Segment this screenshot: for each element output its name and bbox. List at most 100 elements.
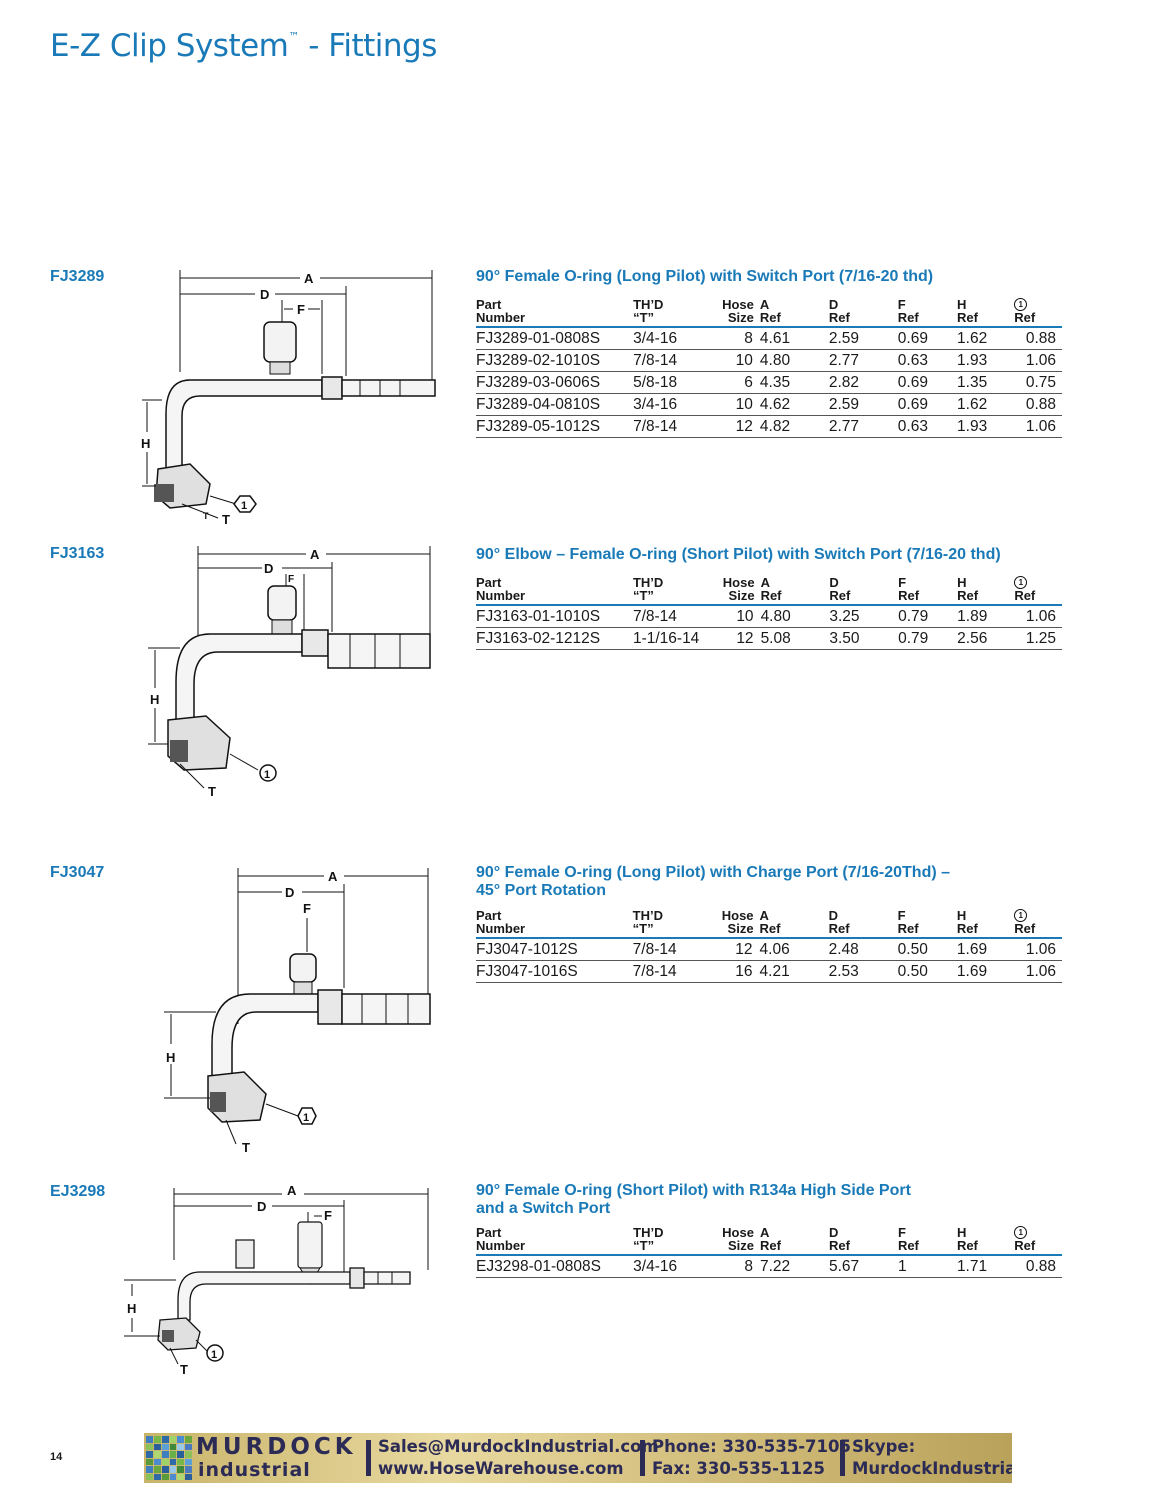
table-cell: 7.22 (759, 1255, 829, 1278)
thread-label-t: T (208, 784, 216, 799)
table-cell: 0.88 (1014, 1255, 1062, 1278)
hex-callout-label: 1 (264, 769, 270, 781)
email-link[interactable]: Sales@MurdockIndustrial.com (378, 1437, 659, 1456)
table-cell: 2.77 (828, 349, 898, 372)
table-cell: 2.59 (828, 393, 898, 416)
skype-id: MurdockIndustrial (852, 1459, 1012, 1478)
dim-label-d: D (264, 561, 273, 576)
dim-label-f: F (297, 302, 305, 317)
table-cell: 2.48 (828, 938, 898, 961)
table-cell: 4.06 (759, 938, 829, 961)
page-number: 14 (50, 1451, 63, 1463)
table-cell: 1.35 (957, 371, 1015, 394)
table-cell: 10 (698, 349, 760, 372)
table-cell: 1.71 (956, 1255, 1015, 1278)
website-link[interactable]: www.HoseWarehouse.com (378, 1459, 624, 1478)
table-cell: 1.06 (1014, 415, 1062, 438)
table-cell: 1-1/16-14 (632, 627, 700, 650)
divider-bar (640, 1440, 645, 1476)
table-cell: 4.82 (759, 415, 829, 438)
dim-label-a: A (328, 869, 338, 884)
part-code: EJ3298 (50, 1183, 106, 1200)
title-suffix: - Fittings (298, 28, 437, 64)
table-cell: 5.67 (828, 1255, 898, 1278)
fitting-diagram: A D F H 1 T (124, 1183, 429, 1377)
heading-line: 90° Female O-ring (Short Pilot) with R13… (476, 1182, 911, 1199)
table-cell: 0.69 (897, 371, 958, 394)
skype-label: Skype: (852, 1437, 916, 1456)
dim-label-a: A (287, 1183, 297, 1198)
table-cell: 1.69 (956, 960, 1015, 983)
title-main: E-Z Clip System (50, 28, 289, 64)
table-cell: 8 (698, 327, 760, 350)
phone-text: Phone: 330-535-7105 (652, 1437, 851, 1456)
table-cell: 7/8-14 (633, 415, 699, 438)
dim-label-d: D (285, 885, 294, 900)
table-cell: 3.25 (829, 605, 899, 628)
heading-line: 90° Elbow – Female O-ring (Short Pilot) … (476, 546, 1001, 563)
table-cell: 16 (698, 960, 760, 983)
table-cell: 4.21 (759, 960, 829, 983)
thread-label-t: T (242, 1140, 250, 1155)
table-cell: 0.50 (897, 938, 957, 961)
table-cell: 2.56 (957, 627, 1015, 650)
table-cell: 5.08 (760, 627, 830, 650)
table-cell: 1.89 (957, 605, 1015, 628)
table-cell: 1 (897, 1255, 957, 1278)
part-code: FJ3289 (50, 268, 105, 285)
dim-label-h: H (127, 1301, 136, 1316)
table-cell: 2.82 (828, 371, 898, 394)
header-thread: TH’D“T” (633, 296, 699, 328)
table-cell: 2.53 (828, 960, 898, 983)
table-cell: EJ3298-01-0808S (476, 1255, 634, 1278)
table-cell: 2.77 (828, 415, 898, 438)
table-cell: 0.69 (897, 327, 958, 350)
section-heading: 90° Elbow – Female O-ring (Short Pilot) … (476, 546, 1001, 564)
hex-callout-label: 1 (211, 1349, 217, 1361)
table-cell: 12 (698, 415, 760, 438)
heading-line: 45° Port Rotation (476, 882, 606, 899)
dim-label-f: F (324, 1208, 332, 1223)
skype-block: Skype: MurdockIndustrial (852, 1436, 1012, 1480)
table-cell: 12 (699, 627, 761, 650)
section-heading: 90° Female O-ring (Long Pilot) with Char… (476, 864, 950, 900)
table-cell: 5/8-18 (633, 371, 699, 394)
table-cell: 1.06 (1014, 349, 1062, 372)
dim-label-a: A (310, 547, 320, 562)
table-cell: FJ3047-1016S (476, 960, 633, 983)
fitting-diagram: A D F H 1 T (164, 868, 431, 1155)
table-cell: 0.79 (898, 605, 958, 628)
header-thread: TH’D“T” (633, 1224, 699, 1256)
table-cell: 0.50 (897, 960, 957, 983)
table-cell: 0.63 (897, 349, 958, 372)
heading-line: 90° Female O-ring (Long Pilot) with Char… (476, 864, 951, 881)
table-cell: FJ3289-01-0808S (476, 327, 634, 350)
hex-callout-label: 1 (303, 1112, 309, 1124)
section-heading: 90° Female O-ring (Long Pilot) with Swit… (476, 268, 933, 286)
